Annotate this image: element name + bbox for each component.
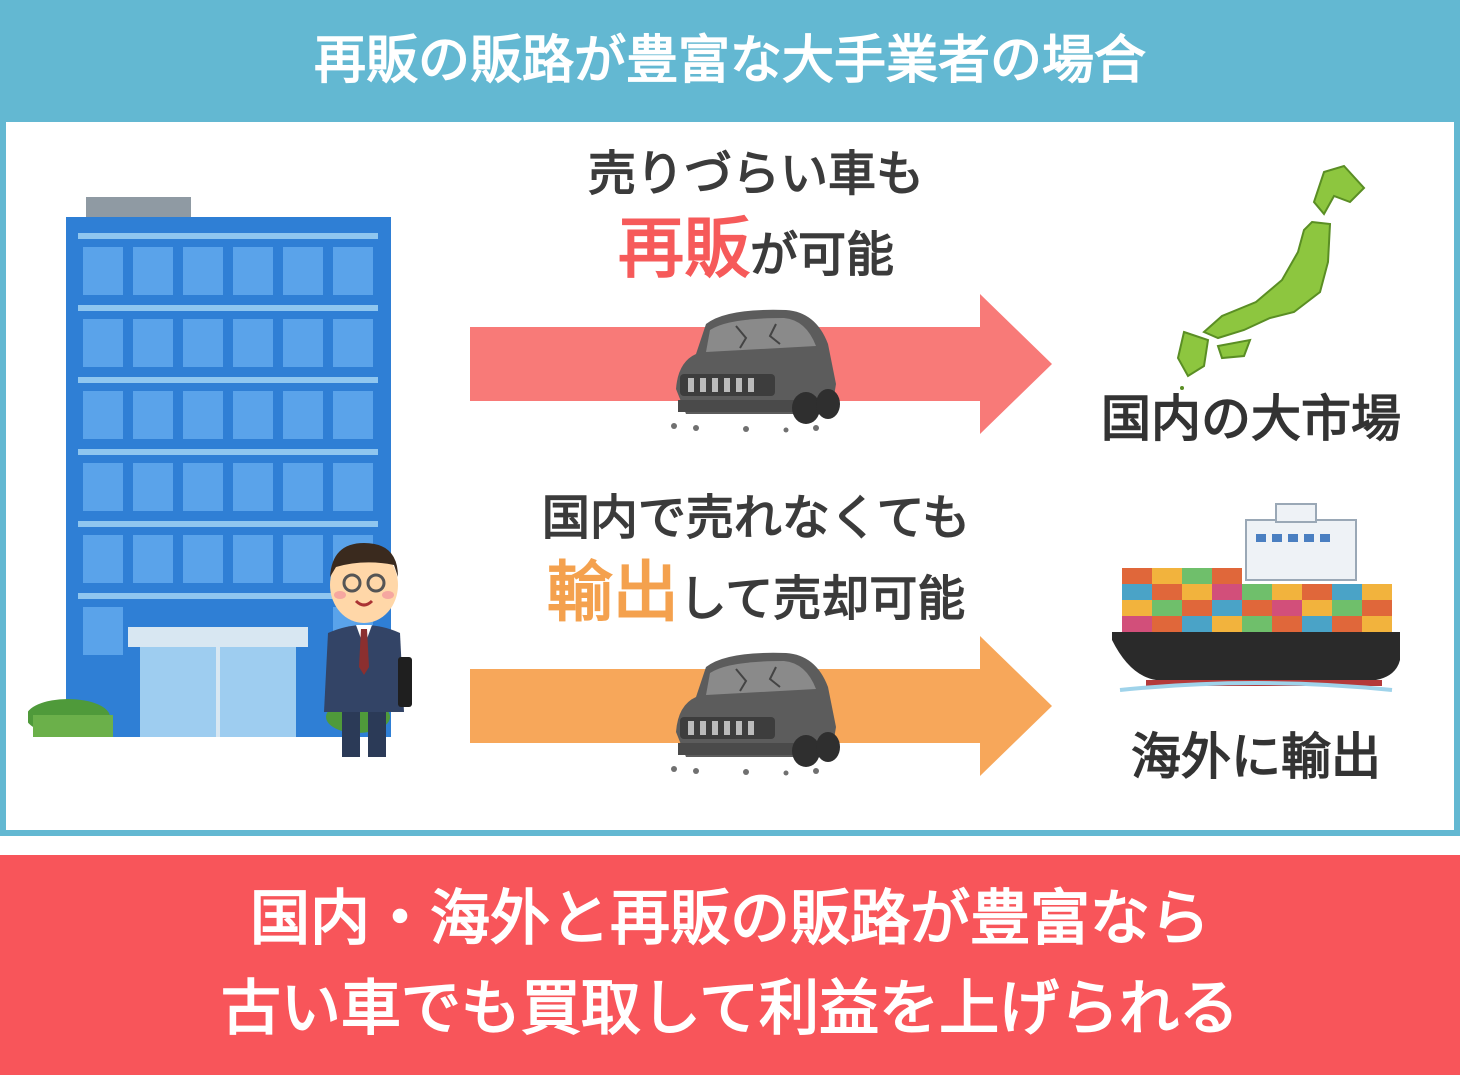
container-ship-icon xyxy=(1112,503,1400,692)
export-caption-line2: 輸出して売却可能 xyxy=(476,550,1036,642)
resale-highlight: 再販 xyxy=(617,210,750,287)
diagram-panel: 売りづらい車も 再販が可能 国内で売れなくても 輸出して売却可能 国内の大市場 … xyxy=(6,122,1454,830)
old-car-icon xyxy=(671,652,840,776)
domestic-caption-rest: が可能 xyxy=(749,227,894,283)
export-caption-line1: 国内で売れなくても xyxy=(541,490,971,546)
old-car-icon xyxy=(671,309,840,433)
japan-map-icon xyxy=(1176,164,1366,390)
domestic-caption: 売りづらい車も 再販が可能 xyxy=(476,142,1036,298)
export-highlight: 輸出 xyxy=(546,554,679,631)
export-caption-rest: して売却可能 xyxy=(678,571,966,627)
conclusion-line2: 古い車でも買取して利益を上げられる xyxy=(220,974,1240,1044)
conclusion-banner: 国内・海外と再販の販路が豊富なら 古い車でも買取して利益を上げられる xyxy=(0,855,1460,1075)
businessman-icon xyxy=(324,543,412,757)
page-title: 再販の販路が豊富な大手業者の場合 xyxy=(313,31,1146,91)
domestic-caption-line1: 売りづらい車も xyxy=(587,146,924,202)
domestic-market-label: 国内の大市場 xyxy=(1101,390,1401,448)
domestic-caption-line2: 再販が可能 xyxy=(476,206,1036,298)
export-caption: 国内で売れなくても 輸出して売却可能 xyxy=(476,486,1036,642)
conclusion-line1: 国内・海外と再販の販路が豊富なら xyxy=(250,884,1210,954)
overseas-export-label: 海外に輸出 xyxy=(1131,728,1381,786)
